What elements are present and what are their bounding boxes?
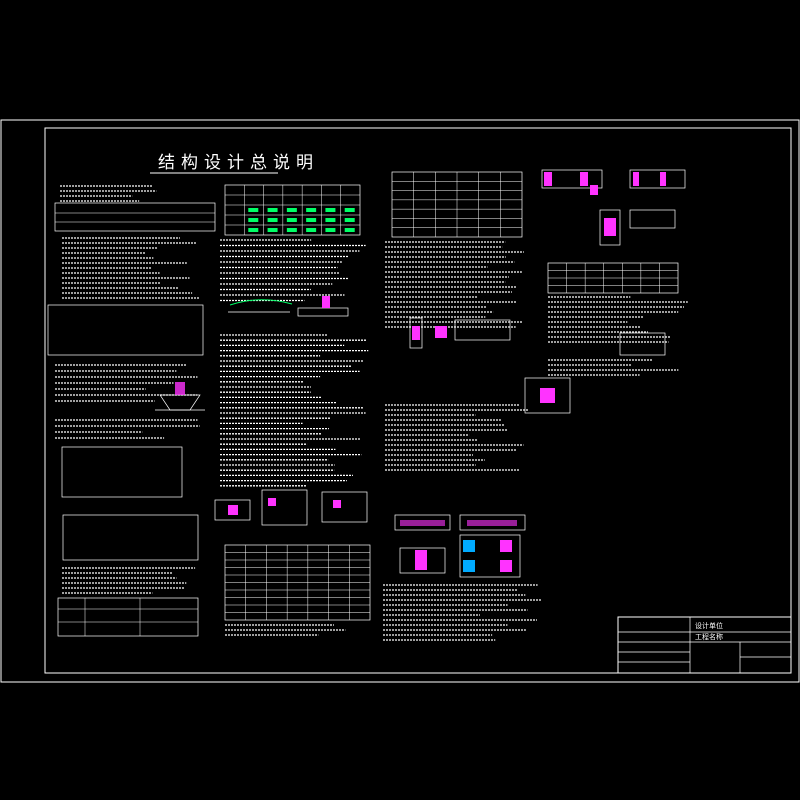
inner-frame (44, 127, 792, 674)
bottom-beam-details (394, 514, 526, 578)
highlight-cell (286, 228, 297, 232)
title-block: 设计单位 工程名称 (617, 616, 792, 674)
highlight-cell (267, 208, 278, 212)
notes-column-4 (548, 296, 688, 376)
highlight-cell (248, 218, 259, 222)
highlight-cell (248, 208, 259, 212)
highlight-cell (248, 228, 259, 232)
table-notes-bottom (57, 597, 199, 637)
table-materials (47, 304, 204, 356)
highlight-cell (306, 208, 317, 212)
page-title: 结构设计总说明 (158, 153, 319, 173)
table-loads (62, 514, 199, 561)
highlight-cell (306, 218, 317, 222)
table-project-info (54, 202, 216, 232)
highlight-cell (306, 228, 317, 232)
title-block-project: 工程名称 (695, 632, 723, 641)
table-lap-length (547, 262, 679, 294)
highlight-cell (325, 218, 336, 222)
slab-detail (228, 296, 349, 317)
beam-details-row (214, 489, 368, 526)
highlight-cell (286, 208, 297, 212)
highlight-cell (344, 228, 355, 232)
table-wall-rebar (391, 171, 523, 238)
highlight-cell (344, 218, 355, 222)
highlight-cell (267, 228, 278, 232)
notes-column-2 (220, 239, 369, 636)
outer-frame (0, 119, 800, 683)
top-right-details (541, 169, 686, 246)
table-concrete-grades (224, 184, 361, 236)
highlight-cell (286, 218, 297, 222)
notes-column-3 (383, 241, 542, 641)
table-small-right (619, 332, 666, 356)
highlight-cell (325, 208, 336, 212)
table-anchorage (224, 544, 371, 621)
highlight-cell (267, 218, 278, 222)
table-rebar-cover (61, 446, 183, 498)
foundation-detail (155, 382, 205, 411)
wall-joint-details (409, 317, 571, 414)
title-block-designer: 设计单位 (695, 621, 723, 630)
highlight-cell (325, 228, 336, 232)
highlight-cell (344, 208, 355, 212)
